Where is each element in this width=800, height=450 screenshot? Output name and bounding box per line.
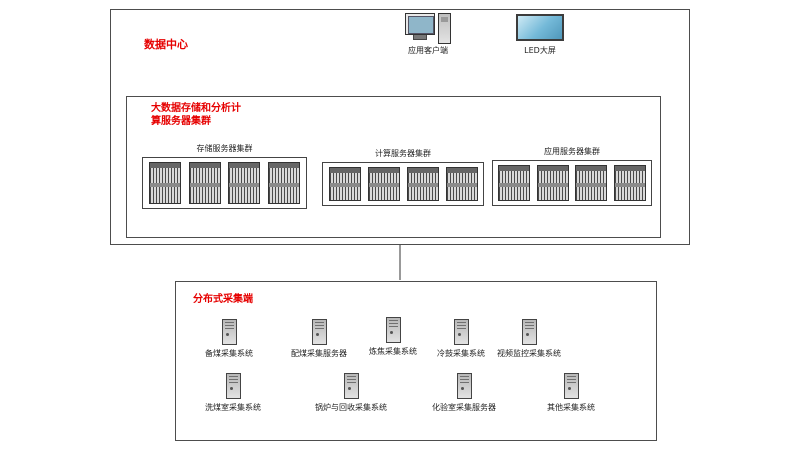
collector-label: 锅炉与回收采集系统 (315, 403, 387, 412)
client-pc-icon (405, 13, 451, 45)
server-rack-icon (148, 162, 181, 204)
collector-box: 分布式采集端 备煤采集系统 配煤采集服务器 炼焦采集系统 冷鼓采集系统 视频监控… (175, 281, 657, 441)
server-rack-icon (367, 167, 400, 201)
collector-item: 冷鼓采集系统 (421, 319, 501, 359)
server-rack-icon (406, 167, 439, 201)
led-label: LED大屏 (524, 46, 556, 55)
application-cluster-label: 应用服务器集群 (544, 147, 600, 156)
server-tower-icon (225, 373, 241, 399)
server-tower-icon (385, 317, 401, 343)
collector-item: 洗煤室采集系统 (193, 373, 273, 413)
led-display: LED大屏 (512, 14, 568, 56)
server-rack-icon (575, 165, 608, 201)
collector-item: 炼焦采集系统 (353, 317, 433, 357)
monitor-icon (405, 13, 435, 35)
collector-title: 分布式采集端 (193, 294, 253, 305)
server-rack-icon (613, 165, 646, 201)
application-rack-group (492, 160, 652, 206)
storage-cluster: 存储服务器集群 (142, 143, 307, 209)
server-tower-icon (456, 373, 472, 399)
storage-rack-group (142, 157, 307, 209)
compute-cluster-label: 计算服务器集群 (375, 149, 431, 158)
application-cluster: 应用服务器集群 (492, 146, 652, 206)
collector-label: 洗煤室采集系统 (205, 403, 261, 412)
server-rack-icon (498, 165, 531, 201)
collector-item: 其他采集系统 (531, 373, 611, 413)
collector-item: 化验室采集服务器 (424, 373, 504, 413)
collector-item: 备煤采集系统 (189, 319, 269, 359)
collector-item: 视频监控采集系统 (489, 319, 569, 359)
datacenter-box: 数据中心 应用客户端 LED大屏 大数据存储和分析计算服务器集群 存储服务器集群 (110, 9, 690, 245)
collector-label: 备煤采集系统 (205, 349, 253, 358)
datacenter-title: 数据中心 (144, 38, 188, 51)
server-tower-icon (311, 319, 327, 345)
led-screen-icon (516, 14, 564, 41)
server-rack-icon (536, 165, 569, 201)
collector-item: 锅炉与回收采集系统 (311, 373, 391, 413)
collector-label: 配煤采集服务器 (291, 349, 347, 358)
monitor-stand (413, 35, 427, 40)
server-tower-icon (521, 319, 537, 345)
collector-label: 炼焦采集系统 (369, 347, 417, 356)
server-tower-icon (221, 319, 237, 345)
collector-label: 视频监控采集系统 (497, 349, 561, 358)
application-client: 应用客户端 (399, 13, 457, 56)
compute-cluster: 计算服务器集群 (322, 148, 484, 206)
collector-label: 化验室采集服务器 (432, 403, 496, 412)
client-label: 应用客户端 (408, 46, 448, 55)
server-tower-icon (563, 373, 579, 399)
server-cluster-box: 大数据存储和分析计算服务器集群 存储服务器集群 计算服务器集群 (126, 96, 661, 238)
collector-label: 其他采集系统 (547, 403, 595, 412)
server-tower-icon (343, 373, 359, 399)
cluster-box-title: 大数据存储和分析计算服务器集群 (151, 103, 241, 127)
monitor-screen (408, 16, 434, 34)
server-rack-icon (188, 162, 221, 204)
server-rack-icon (268, 162, 301, 204)
compute-rack-group (322, 162, 484, 206)
server-rack-icon (228, 162, 261, 204)
server-rack-icon (445, 167, 478, 201)
server-rack-icon (328, 167, 361, 201)
server-tower-icon (453, 319, 469, 345)
collector-label: 冷鼓采集系统 (437, 349, 485, 358)
collector-item: 配煤采集服务器 (279, 319, 359, 359)
storage-cluster-label: 存储服务器集群 (196, 144, 253, 153)
pc-tower-icon (438, 13, 451, 44)
